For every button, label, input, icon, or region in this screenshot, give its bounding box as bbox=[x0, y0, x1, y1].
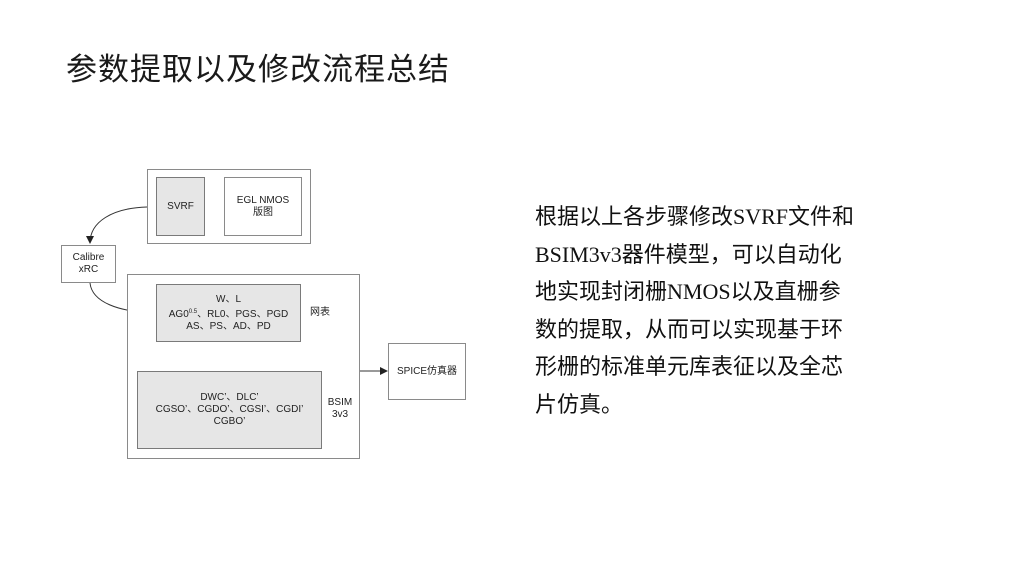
spice-label: SPICE仿真器 bbox=[396, 365, 457, 377]
description-line-3: 地实现封闭栅NMOS以及直栅参 bbox=[535, 279, 841, 304]
spice-simulator-box: SPICE仿真器 bbox=[388, 343, 466, 400]
netlist-label: 网表 bbox=[310, 307, 330, 318]
netlist-params-box: W、L AG00.5、RL0、PGS、PGD AS、PS、AD、PD bbox=[156, 284, 301, 342]
model-line-2: CGSO’、CGDO’、CGSI’、CGDI’ bbox=[155, 404, 304, 415]
description-line-1: 根据以上各步骤修改SVRF文件和 bbox=[535, 204, 855, 229]
svrf-label: SVRF bbox=[167, 200, 194, 212]
arrow-svrf-to-calibre bbox=[86, 206, 148, 244]
xrc-label: xRC bbox=[78, 264, 99, 275]
model-line-1: DWC’、DLC’ bbox=[200, 392, 259, 403]
svrf-box: SVRF bbox=[156, 177, 205, 236]
page-title: 参数提取以及修改流程总结 bbox=[66, 52, 450, 88]
description-line-6: 片仿真。 bbox=[535, 391, 624, 417]
egl-nmos-layout-box: EGL NMOS 版图 bbox=[224, 177, 302, 236]
params-line-1: W、L bbox=[216, 293, 241, 305]
description-line-2: BSIM3v3器件模型，可以自动化 bbox=[535, 241, 842, 267]
description-text: 根据以上各步骤修改SVRF文件和 BSIM3v3器件模型，可以自动化 地实现封闭… bbox=[535, 198, 915, 423]
description-line-4: 数的提取，从而可以实现基于环 bbox=[535, 316, 844, 342]
calibre-xrc-box: Calibre xRC bbox=[61, 245, 116, 283]
params-line-2: AG00.5、RL0、PGS、PGD bbox=[168, 308, 289, 320]
calibre-label: Calibre bbox=[72, 252, 105, 263]
bsim-label: BSIM 3v3 bbox=[327, 397, 353, 420]
egl-label: EGL NMOS bbox=[236, 194, 290, 206]
params-line-3: AS、PS、AD、PD bbox=[186, 320, 271, 332]
description-line-5: 形栅的标准单元库表征以及全芯 bbox=[535, 354, 844, 379]
layout-label: 版图 bbox=[253, 206, 273, 218]
model-line-3: CGBO’ bbox=[213, 416, 246, 427]
model-params-box: DWC’、DLC’ CGSO’、CGDO’、CGSI’、CGDI’ CGBO’ bbox=[137, 371, 322, 449]
